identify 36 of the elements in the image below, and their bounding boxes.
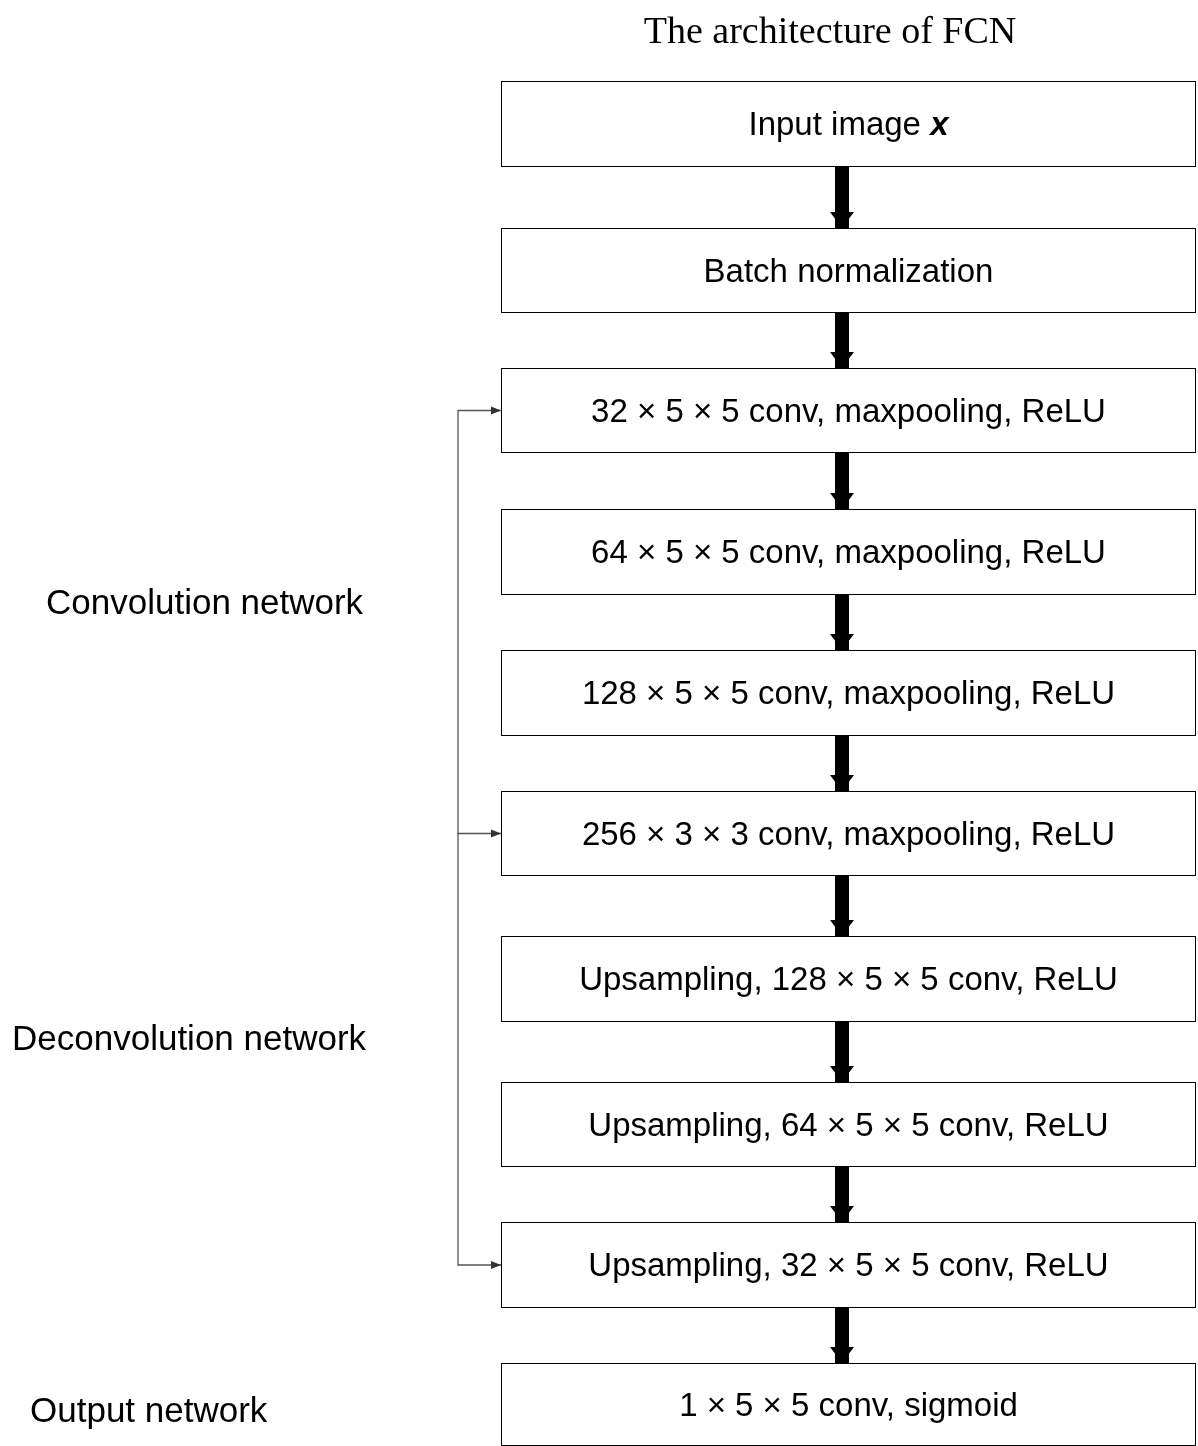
thick-arrow	[830, 167, 854, 228]
layer-label: 128 × 5 × 5 conv, maxpooling, ReLU	[581, 674, 1116, 712]
layer-label: Upsampling, 128 × 5 × 5 conv, ReLU	[579, 960, 1118, 998]
thick-arrow	[830, 1167, 854, 1222]
thick-arrow	[830, 595, 854, 650]
section-label: Convolution network	[46, 582, 364, 622]
connector-arrow	[457, 833, 502, 1269]
layer-label: Upsampling, 32 × 5 × 5 conv, ReLU	[588, 1246, 1109, 1284]
layer-label: 64 × 5 × 5 conv, maxpooling, ReLU	[591, 533, 1106, 571]
layer-label: 256 × 3 × 3 conv, maxpooling, ReLU	[581, 814, 1116, 853]
layer-label: Upsampling, 64 × 5 × 5 conv, ReLU	[588, 1105, 1109, 1144]
layer-box	[501, 368, 1196, 453]
layer-box	[501, 1222, 1196, 1308]
thick-arrow	[830, 1022, 854, 1082]
layer-label: Input image x	[748, 105, 949, 143]
section-label: Output network	[30, 1390, 268, 1430]
layer-label: 1 × 5 × 5 conv, sigmoid	[679, 1385, 1018, 1424]
layer-label: 32 × 5 × 5 conv, maxpooling, ReLU	[591, 391, 1106, 430]
section-label: Deconvolution network	[12, 1018, 367, 1058]
diagram-title: The architecture of FCN	[642, 8, 1018, 52]
layer-label: Batch normalization	[703, 251, 994, 290]
layer-box	[501, 81, 1196, 167]
thick-arrow	[830, 453, 854, 509]
layer-box	[501, 791, 1196, 876]
thick-arrow	[830, 313, 854, 368]
thick-arrow	[830, 1308, 854, 1363]
layer-box	[501, 228, 1196, 313]
layer-box	[501, 650, 1196, 736]
layer-box	[501, 509, 1196, 595]
layer-box	[501, 1363, 1196, 1446]
connector-arrow	[457, 406, 502, 835]
thick-arrow	[830, 736, 854, 791]
thick-arrow	[830, 876, 854, 936]
layer-box	[501, 1082, 1196, 1167]
connector-arrow	[457, 829, 502, 838]
layer-box	[501, 936, 1196, 1022]
